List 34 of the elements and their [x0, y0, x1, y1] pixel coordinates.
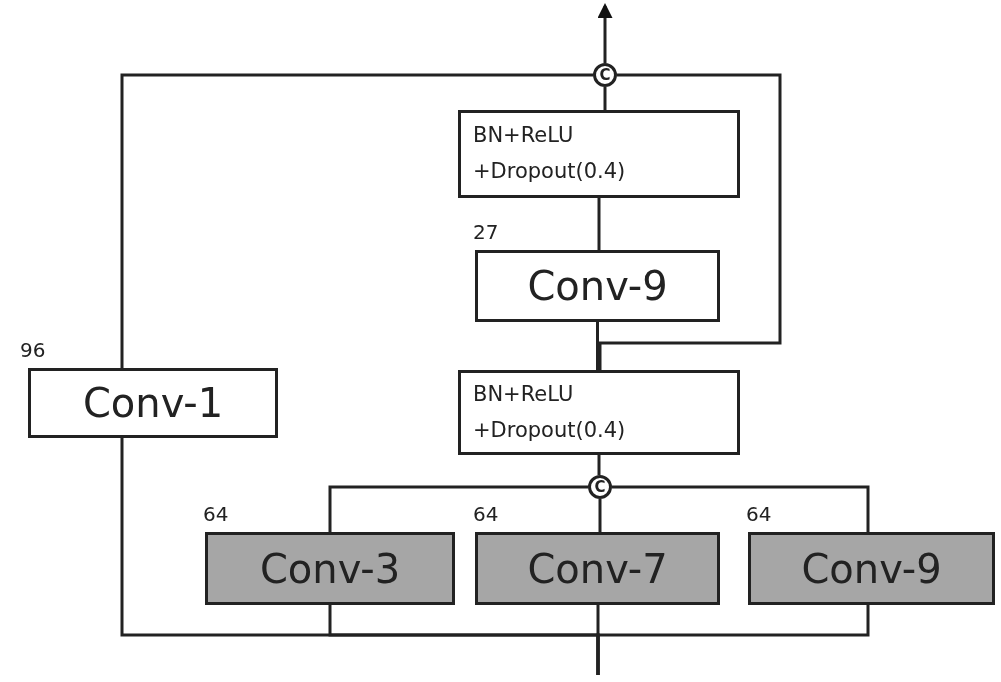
layer-label: Conv-9 — [801, 548, 942, 589]
channel-count: 64 — [473, 502, 499, 526]
connector-line — [598, 73, 782, 370]
connector-line — [596, 605, 870, 675]
layer-box — [475, 532, 720, 605]
layer-box — [748, 532, 995, 605]
channel-count: 64 — [203, 502, 229, 526]
layer-box — [475, 250, 720, 322]
layer-box — [28, 368, 278, 438]
channel-count: 27 — [473, 220, 499, 244]
concat-circle — [593, 63, 617, 87]
layer-label: Conv-3 — [259, 548, 401, 589]
concat-symbol: C — [594, 479, 606, 495]
connector-line — [597, 455, 601, 475]
layer-label: Conv-9 — [527, 266, 668, 306]
connector-line — [120, 73, 593, 368]
layer-box — [205, 532, 455, 605]
layer-box — [458, 370, 740, 455]
channel-count: 64 — [746, 502, 772, 526]
concat-circle — [588, 475, 612, 499]
layer-label: BN+ReLU +Dropout(0.4) — [473, 122, 627, 185]
arrow — [597, 3, 613, 63]
connector-line — [328, 485, 588, 532]
connector-line — [603, 87, 607, 110]
layer-box — [458, 110, 740, 198]
connector-line — [597, 198, 601, 250]
connector-line — [598, 499, 602, 532]
layer-label: Conv-1 — [82, 383, 224, 423]
channel-count: 96 — [20, 338, 46, 362]
connector-line — [612, 485, 870, 532]
layer-label: BN+ReLU +Dropout(0.4) — [473, 380, 627, 444]
concat-symbol: C — [599, 67, 611, 83]
connector-line — [596, 322, 599, 370]
layer-label: Conv-7 — [527, 548, 668, 589]
